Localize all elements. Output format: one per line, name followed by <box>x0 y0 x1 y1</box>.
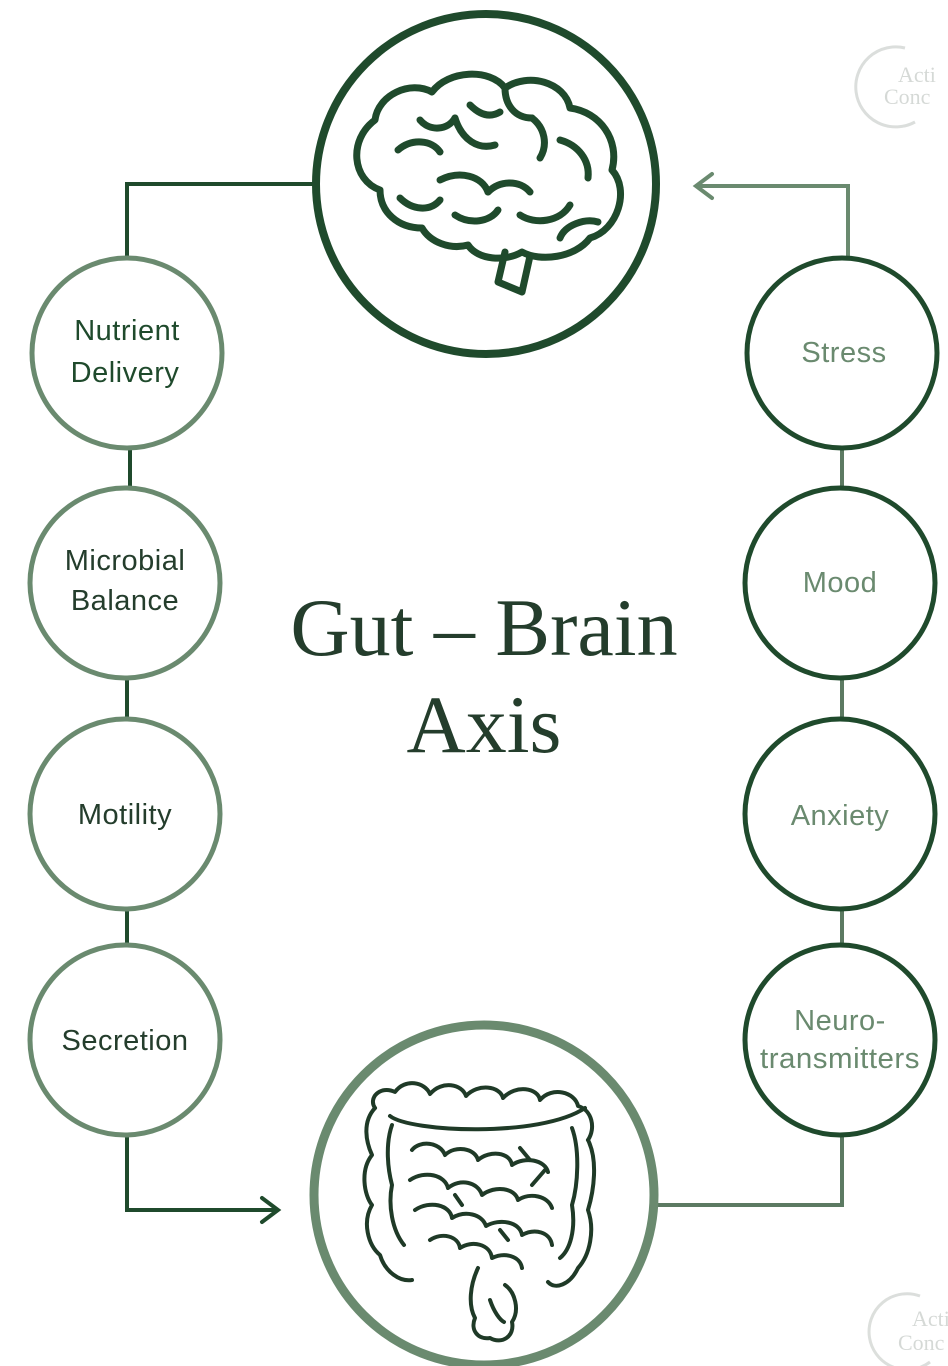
node-nutrient-delivery-label-line2: Delivery <box>71 357 180 389</box>
node-nutrient-delivery: Nutrient Delivery <box>32 258 222 448</box>
node-microbial-balance-circle <box>30 488 220 678</box>
node-anxiety: Anxiety <box>745 719 935 909</box>
gut-to-neuro-connector <box>660 1136 842 1205</box>
stress-to-brain-arrow <box>698 186 848 258</box>
watermark-logo-bottom: Acti Conc <box>869 1294 948 1366</box>
node-nutrient-delivery-label-line1: Nutrient <box>74 315 180 347</box>
node-mood: Mood <box>745 488 935 678</box>
node-secretion-label: Secretion <box>61 1025 188 1057</box>
node-neurotransmitters-label-line1: Neuro- <box>794 1005 886 1037</box>
brain-hub <box>316 14 656 354</box>
node-secretion: Secretion <box>30 945 220 1135</box>
node-microbial-balance-label-line2: Balance <box>71 585 179 617</box>
watermark-logo-top: Acti Conc <box>856 47 936 127</box>
node-mood-label: Mood <box>803 567 878 599</box>
node-nutrient-delivery-circle <box>32 258 222 448</box>
node-stress-label: Stress <box>801 337 886 369</box>
node-neurotransmitters: Neuro- transmitters <box>745 945 935 1135</box>
gut-hub <box>314 1025 654 1365</box>
node-stress: Stress <box>747 258 937 448</box>
brain-to-nutrient-connector <box>127 184 312 258</box>
node-motility-label: Motility <box>78 799 172 831</box>
node-neurotransmitters-label-line2: transmitters <box>760 1043 920 1075</box>
node-neurotransmitters-circle <box>745 945 935 1135</box>
node-anxiety-label: Anxiety <box>791 800 890 832</box>
title-line2: Axis <box>407 679 562 770</box>
node-microbial-balance: Microbial Balance <box>30 488 220 678</box>
watermark-logo-bottom-line2: Conc <box>898 1330 945 1355</box>
secretion-to-gut-arrow <box>127 1136 276 1210</box>
diagram-title: Gut – Brain Axis <box>290 582 677 770</box>
node-microbial-balance-label-line1: Microbial <box>65 545 186 577</box>
watermark-logo-bottom-line1: Acti <box>912 1306 948 1331</box>
title-line1: Gut – Brain <box>290 582 677 673</box>
watermark-logo-top-line2: Conc <box>884 84 931 109</box>
node-motility: Motility <box>30 719 220 909</box>
